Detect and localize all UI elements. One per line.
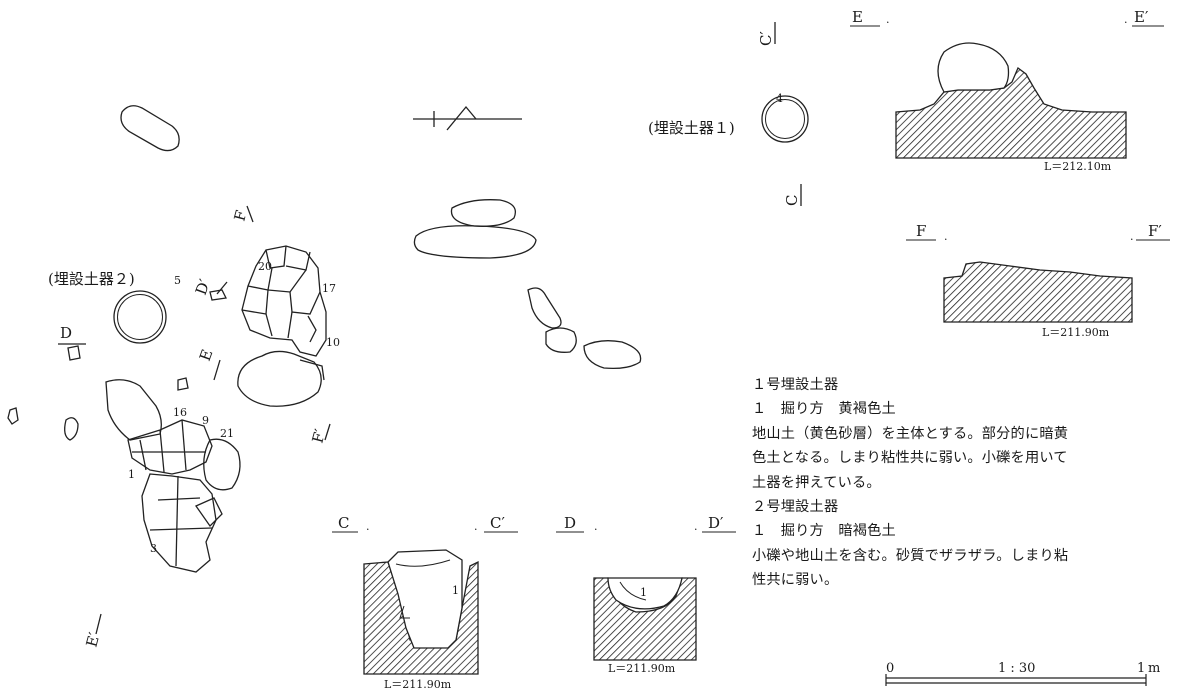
stone-cluster-2 [237,245,327,407]
note-line: １ 掘り方 暗褐色土 [752,523,896,540]
small-pebble [177,377,189,391]
note-line: 地山土（黄色砂層）を主体とする。部分的に暗黄 [752,425,1069,442]
section-c-label: C [338,514,349,532]
stone-number: 10 [326,336,340,349]
stone-number: 4 [776,92,783,105]
section-f-level: L＝211.90m [1042,326,1110,339]
note-line: 土器を押えている。 [752,474,881,491]
svg-text:.: . [366,520,370,533]
scale-end: 1 [1137,661,1145,676]
scale-ratio: 1 : 30 [998,661,1035,676]
stone-cluster-1 [105,379,241,573]
plan-label-e-prime: E′ [82,630,103,649]
section-f-prime-label: F′ [1148,222,1162,240]
stone-number: 1 [128,468,135,481]
plan-label-d-prime: D′ [192,276,214,297]
section-e-level: L＝212.10m [1044,160,1112,173]
section-d-label: D [564,514,576,532]
section-d-pit [607,577,683,610]
plan-label-c: C [783,195,801,206]
svg-text:.: . [1130,230,1134,243]
section-c-prime-label: C′ [490,514,505,532]
plan-label-f: F [230,208,250,223]
section-c-pot [387,549,463,649]
scale-start: 0 [886,661,894,676]
section-e-label: E [852,8,863,26]
plan-label-d: D [60,324,72,342]
svg-text:.: . [594,520,598,533]
north-arrow [413,105,522,131]
section-c-layer: 1 [452,584,459,597]
svg-text:.: . [694,520,698,533]
plan-label-f-prime: F′ [308,426,329,445]
stone [64,417,79,441]
note-line: 色土となる。しまり粘性共に弱い。小礫を用いて [752,450,1068,467]
stone-number: 17 [322,282,336,295]
section-e-ground [895,66,1127,159]
section-c-level: L＝211.90m [384,678,452,691]
stone [583,340,642,370]
section-f: F . . F′ L＝211.90m [906,222,1170,339]
section-f-ground [943,261,1133,323]
section-e-prime-label: E′ [1134,8,1149,26]
stone [450,199,517,227]
stone [413,225,537,259]
note-line: 小礫や地山土を含む。砂質でザラザラ。しまり粘 [752,547,1069,564]
note-line: １号埋設土器 [752,377,839,393]
plan-view [7,22,809,635]
svg-text:.: . [886,13,890,26]
section-e: E . . E′ L＝212.10m [850,8,1164,173]
plan-labels: F D′ D E F′ E′ C′ C (埋設土器１) (埋設土器２) 4 5 … [48,31,801,650]
svg-text:.: . [474,520,478,533]
note-line: ２号埋設土器 [752,499,839,516]
layer-notes: １号埋設土器 １ 掘り方 黄褐色土 地山土（黄色砂層）を主体とする。部分的に暗黄… [752,373,1172,593]
svg-text:.: . [1124,13,1128,26]
stone [120,105,180,152]
plan-label-e: E [196,347,217,363]
stone-number: 5 [174,274,181,287]
note-line: 性共に弱い。 [752,572,839,589]
section-d-level: L＝211.90m [608,662,676,675]
small-pebble [209,289,227,301]
pot-1-label: (埋設土器１) [648,119,735,137]
stone [527,287,562,329]
small-pebble [7,407,19,425]
section-d-prime-label: D′ [708,514,724,532]
section-c: C . . C′ 1 L＝211.90m [332,514,518,691]
section-d-layer: 1 [640,586,647,599]
small-pebble [67,345,81,361]
section-e-pot [937,42,1010,93]
section-f-label: F [916,222,926,240]
scale-bar: 0 1 : 30 1 m [885,661,1160,686]
stone-number: 20 [258,260,272,273]
buried-pot-1-plan [761,95,809,143]
pot-2-label: (埋設土器２) [48,270,135,288]
note-line: １ 掘り方 黄褐色土 [752,401,896,418]
svg-text:.: . [944,230,948,243]
stone-number: 16 [173,406,187,419]
stone [545,327,577,353]
scale-unit: m [1148,661,1160,676]
plan-label-c-prime: C′ [757,31,775,46]
buried-pot-2-plan [113,290,167,344]
stone-number: 9 [202,414,209,427]
stone-number: 3 [150,542,157,555]
stone-number: 21 [220,427,234,440]
section-d: D . . D′ 1 L＝211.90m [556,514,736,675]
